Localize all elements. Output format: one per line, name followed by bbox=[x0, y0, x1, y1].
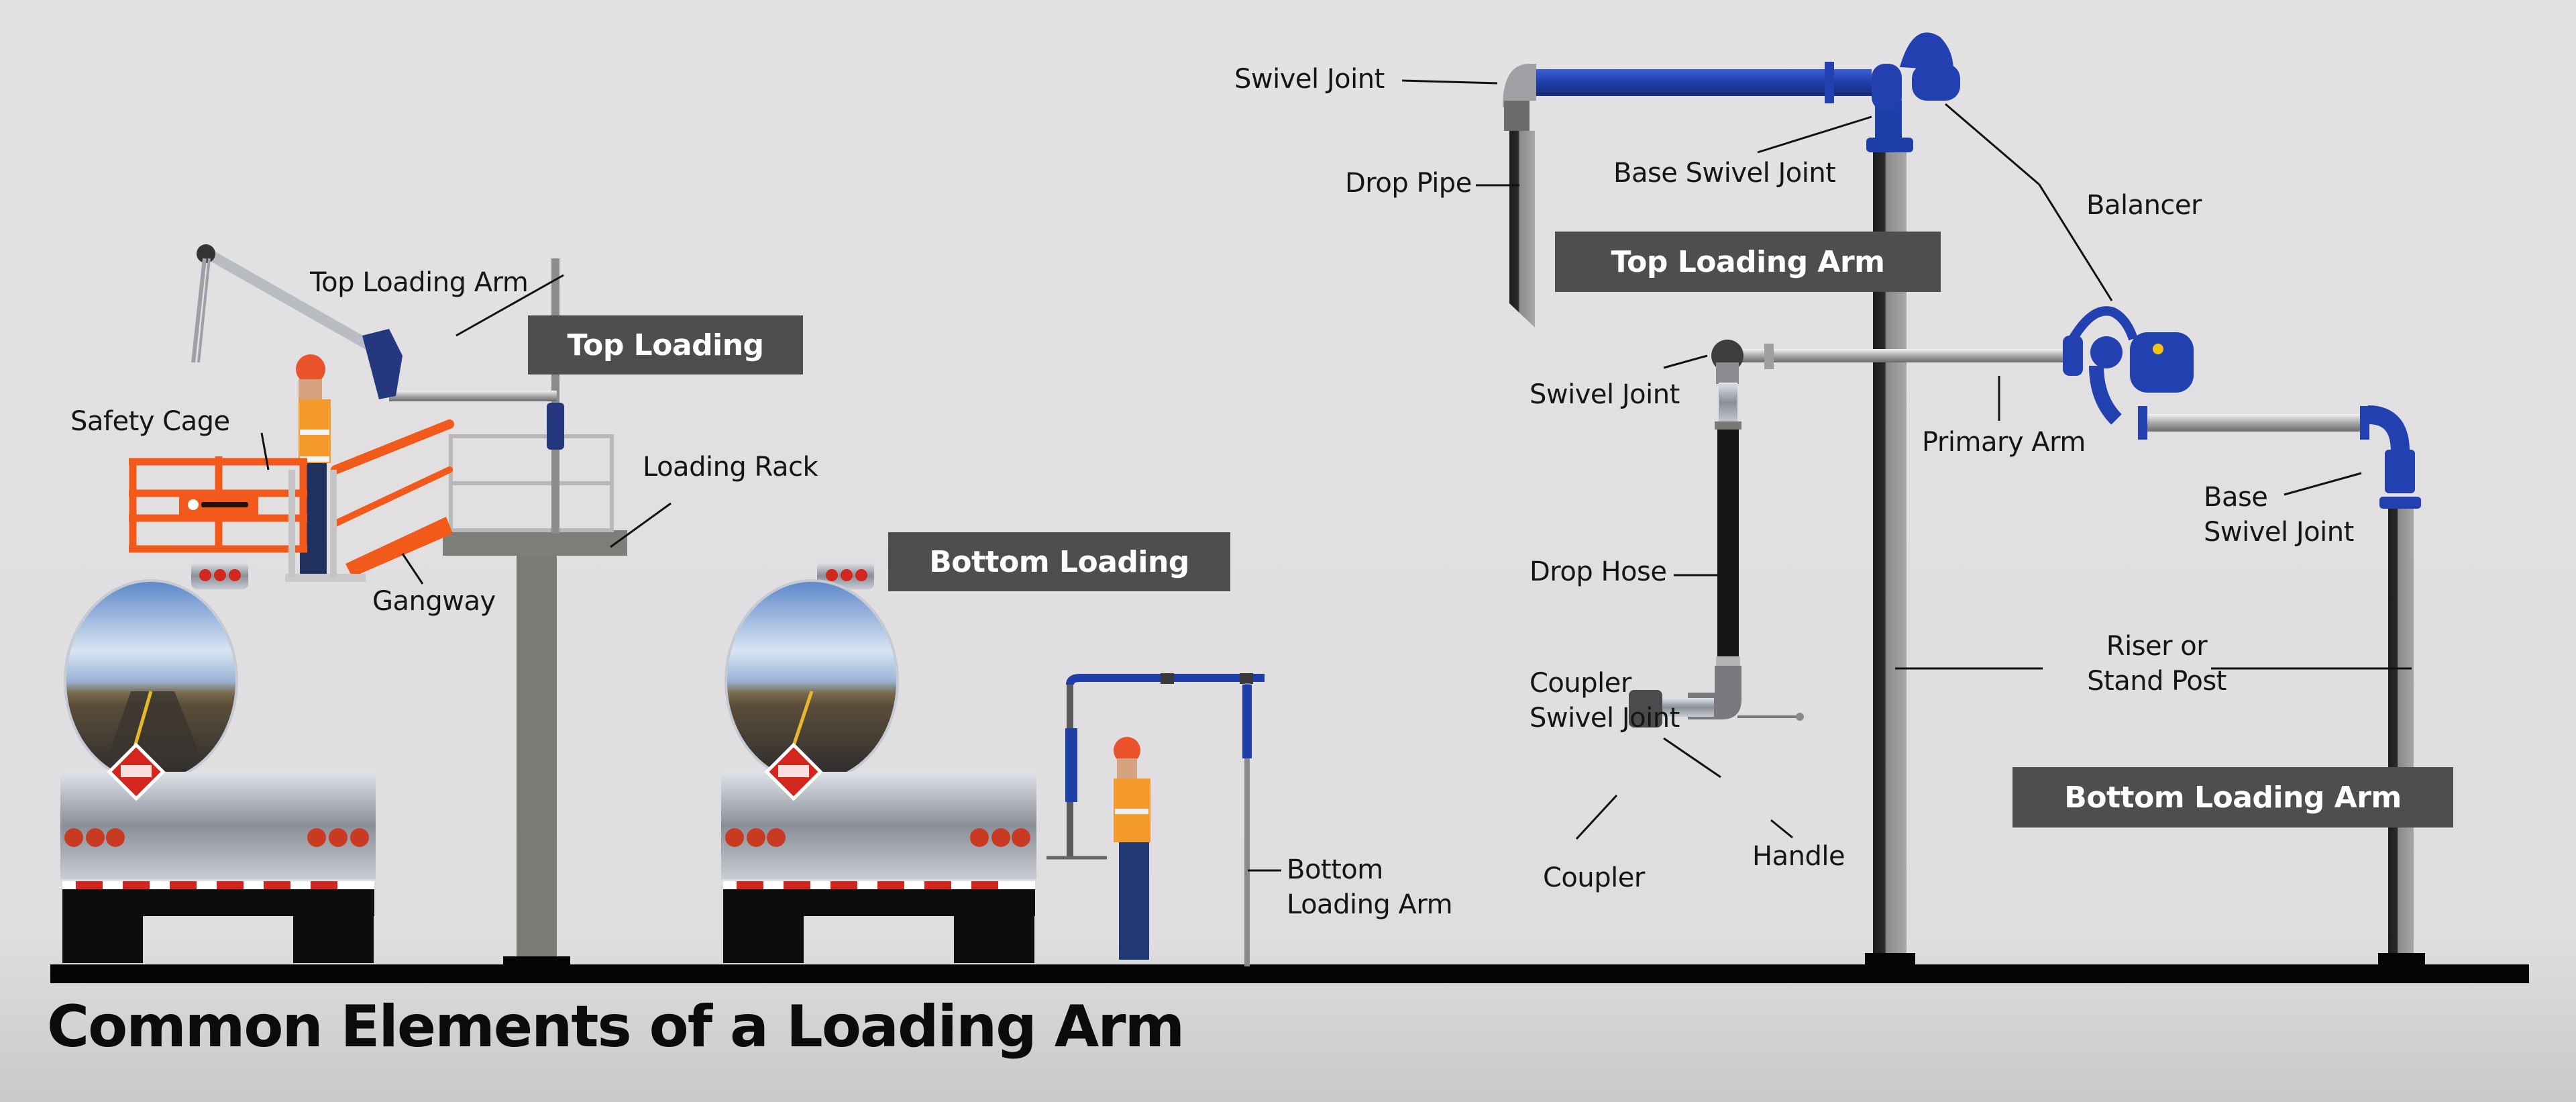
label-top-loading-arm: Top Loading Arm bbox=[310, 267, 529, 298]
label-swivel-joint-bottom: Swivel Joint bbox=[1529, 379, 1680, 410]
label-coupler-swivel-joint-line1: Coupler bbox=[1529, 668, 1631, 699]
bottom-loading-arm-detail-left bbox=[1629, 340, 2066, 728]
loading-rack-column bbox=[517, 550, 557, 964]
diagram-title: Common Elements of a Loading Arm bbox=[47, 993, 1185, 1060]
top-loading-arm bbox=[191, 244, 557, 401]
label-bottom-loading-arm-line2: Loading Arm bbox=[1287, 889, 1453, 920]
label-coupler-swivel-joint-line2: Swivel Joint bbox=[1529, 703, 1680, 734]
gangway bbox=[285, 419, 454, 582]
drop-hose bbox=[1717, 430, 1739, 658]
label-coupler: Coupler bbox=[1543, 862, 1645, 893]
loading-rack-railing bbox=[449, 434, 614, 532]
leader-lines bbox=[260, 79, 2412, 872]
label-drop-pipe: Drop Pipe bbox=[1345, 168, 1472, 199]
tanker-truck-bottom bbox=[721, 562, 1036, 963]
worker-bottom bbox=[1114, 737, 1150, 960]
label-drop-hose: Drop Hose bbox=[1529, 556, 1667, 587]
label-base-swivel-joint-bottom-line1: Base bbox=[2204, 482, 2268, 513]
riser-post-right bbox=[2388, 509, 2414, 962]
label-riser-line2: Stand Post bbox=[2087, 666, 2226, 697]
label-swivel-joint-top: Swivel Joint bbox=[1234, 64, 1385, 95]
bottom-loading-scene bbox=[721, 562, 1265, 966]
balancer-head-bottom bbox=[2130, 332, 2194, 393]
loading-rack-platform bbox=[443, 530, 627, 556]
label-riser-stand-post: Riser or Stand Post bbox=[2076, 629, 2237, 699]
label-handle: Handle bbox=[1752, 841, 1845, 872]
banner-top-loading: Top Loading bbox=[528, 315, 803, 374]
label-bottom-loading-arm-line1: Bottom bbox=[1287, 854, 1383, 885]
bottom-loading-arm bbox=[1046, 673, 1265, 966]
label-gangway: Gangway bbox=[372, 586, 496, 617]
label-primary-arm: Primary Arm bbox=[1922, 427, 2086, 458]
coupler bbox=[1629, 690, 1662, 728]
banner-bottom-loading-arm: Bottom Loading Arm bbox=[2012, 767, 2453, 828]
label-bottom-loading-arm: Bottom Loading Arm bbox=[1287, 852, 1453, 922]
label-riser-line1: Riser or bbox=[2106, 631, 2208, 662]
bottom-loading-arm-detail-right bbox=[2063, 306, 2425, 965]
drop-pipe bbox=[1509, 131, 1535, 328]
banner-top-loading-arm: Top Loading Arm bbox=[1555, 232, 1941, 292]
label-safety-cage: Safety Cage bbox=[70, 406, 230, 437]
ground-line bbox=[50, 964, 2529, 983]
balancer-head-top bbox=[1912, 64, 1960, 101]
label-base-swivel-joint-bottom-line2: Swivel Joint bbox=[2204, 517, 2354, 548]
label-base-swivel-joint-top: Base Swivel Joint bbox=[1613, 158, 1836, 189]
label-balancer: Balancer bbox=[2086, 190, 2202, 221]
hazmat-placard bbox=[107, 742, 166, 801]
banner-bottom-loading: Bottom Loading bbox=[888, 532, 1230, 591]
tanker-truck-top bbox=[60, 562, 376, 963]
label-base-swivel-joint-bottom: Base Swivel Joint bbox=[2204, 480, 2354, 550]
hazmat-placard bbox=[764, 742, 823, 801]
label-loading-rack: Loading Rack bbox=[643, 452, 818, 483]
top-loading-scene bbox=[60, 244, 627, 966]
label-coupler-swivel-joint: Coupler Swivel Joint bbox=[1529, 666, 1680, 736]
